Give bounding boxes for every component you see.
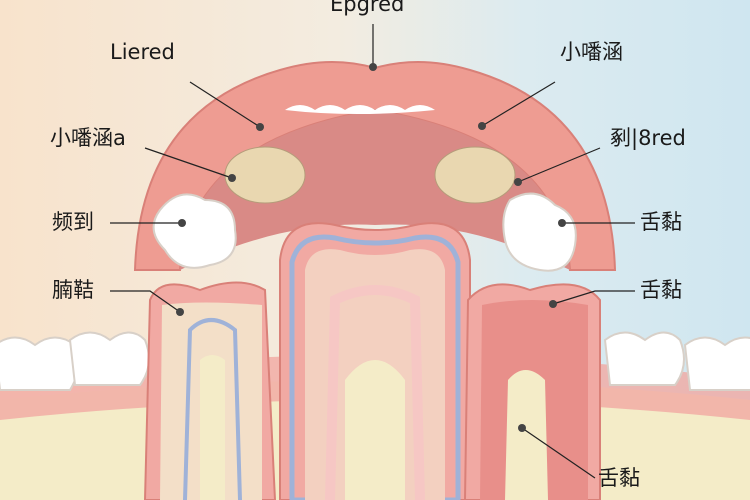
center-tooth xyxy=(279,222,471,500)
label-molar-right: 舌黏 xyxy=(640,210,682,234)
leader-lines xyxy=(110,24,635,479)
label-lower-right: 舌黏 xyxy=(640,278,682,302)
label-lower-left: 腩鞊 xyxy=(52,278,94,302)
label-mid-left: 小噃涵a xyxy=(50,126,126,150)
label-upper-right: 小噃涵 xyxy=(560,40,623,64)
label-bottom: 舌黏 xyxy=(598,466,640,490)
label-dots xyxy=(176,63,566,432)
label-mid-right: 剢|8red xyxy=(610,126,686,150)
upper-incisors xyxy=(285,105,435,114)
side-molars xyxy=(0,331,750,391)
label-upper-left: Liered xyxy=(110,40,175,64)
label-top: Epgred xyxy=(330,0,405,16)
upper-molars xyxy=(152,192,577,272)
left-lower-tooth xyxy=(143,281,277,500)
gland-clusters xyxy=(224,146,516,204)
right-lower-tooth xyxy=(463,283,601,500)
label-molar-left: 频到 xyxy=(52,210,94,234)
